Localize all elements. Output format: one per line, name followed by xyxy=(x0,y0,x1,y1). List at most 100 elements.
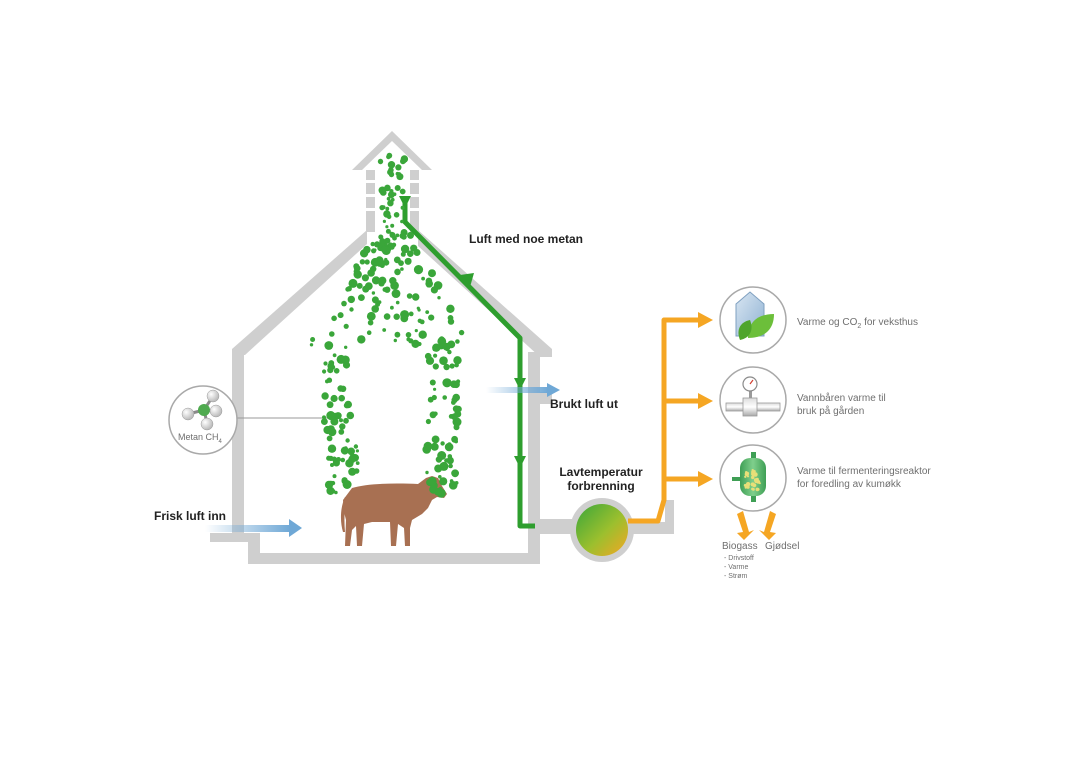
fresh-air-stream xyxy=(205,525,290,532)
barn-roof-right xyxy=(418,230,552,357)
reactor-granule xyxy=(751,470,755,474)
methane-particle xyxy=(387,169,394,176)
methane-particle xyxy=(385,228,391,234)
methane-particle xyxy=(447,454,453,459)
methane-particle xyxy=(349,307,354,312)
methane-particle xyxy=(310,337,316,342)
methane-particle xyxy=(447,349,452,355)
reactor-granule xyxy=(751,487,754,491)
methane-particle xyxy=(384,237,391,244)
methane-particle xyxy=(367,313,371,317)
methane-particle xyxy=(454,362,459,368)
methane-particle xyxy=(452,380,460,389)
methane-particle xyxy=(321,418,328,425)
chimney-louver-2 xyxy=(410,180,419,183)
methane-particle xyxy=(338,429,345,435)
methane-particle xyxy=(381,205,386,210)
methane-particle xyxy=(391,243,395,247)
methane-particle xyxy=(400,219,404,224)
methane-particle xyxy=(426,283,431,288)
methane-particle xyxy=(333,368,340,374)
methane-particle xyxy=(396,173,404,181)
methane-particle xyxy=(366,330,372,336)
methane-particle xyxy=(408,311,414,317)
methane-particle xyxy=(400,244,410,254)
barn-wall-left xyxy=(232,355,244,533)
methane-particle xyxy=(321,392,329,400)
methane-particle xyxy=(401,233,407,240)
methane-particle xyxy=(432,343,441,352)
product-biogas-label: Biogass xyxy=(722,541,758,552)
methane-particle xyxy=(442,342,451,351)
methane-molecule-icon xyxy=(181,389,223,431)
methane-particle xyxy=(390,223,395,228)
output-reactor-label: Varme til fermenteringsreaktor for fored… xyxy=(797,465,931,491)
methane-particle xyxy=(387,161,396,169)
methane-particle xyxy=(384,257,388,262)
reactor-granule xyxy=(745,471,750,476)
methane-particle xyxy=(359,259,366,265)
methane-particle xyxy=(346,411,355,420)
methane-particle xyxy=(427,476,437,486)
reactor-granule xyxy=(743,483,747,487)
methane-particle xyxy=(331,489,336,494)
methane-particle xyxy=(367,319,374,326)
fertilizer-arrow xyxy=(759,511,776,540)
methane-particle xyxy=(411,339,420,348)
reactor-granule xyxy=(751,475,755,480)
methane-particle xyxy=(322,369,327,374)
methane-particle xyxy=(430,442,439,451)
methane-particle xyxy=(361,274,369,282)
methane-particle xyxy=(385,206,390,211)
methane-particle xyxy=(400,267,404,271)
output-water-heat-line1: Vannbåren varme til xyxy=(797,393,886,404)
fresh-air-inlet-duct xyxy=(210,533,260,542)
methane-particle xyxy=(434,488,442,496)
methane-particle xyxy=(334,412,342,420)
methane-particle xyxy=(329,331,335,337)
methane-particle xyxy=(386,152,393,159)
methane-particle xyxy=(327,444,337,453)
output-reactor-line2: for foredling av kumøkk xyxy=(797,479,901,490)
methane-particle xyxy=(412,293,420,301)
chimney-louver-3 xyxy=(366,194,375,197)
methane-particle xyxy=(390,305,394,310)
used-air-arrowhead xyxy=(547,383,560,397)
methane-particle xyxy=(394,185,401,191)
methane-particle xyxy=(416,306,420,310)
methane-particle xyxy=(444,442,454,452)
methane-particle xyxy=(447,442,452,446)
methane-particle xyxy=(343,417,349,424)
methane-particle xyxy=(355,461,360,465)
methane-particle xyxy=(383,313,391,320)
reactor-granule xyxy=(758,482,761,485)
barn-floor xyxy=(248,553,535,564)
methane-particle xyxy=(405,332,412,338)
biogas-arrow xyxy=(737,511,754,540)
methane-particle xyxy=(427,396,434,403)
biogas-use-fuel: - Drivstoff xyxy=(724,555,754,562)
methane-particle xyxy=(447,315,454,321)
methane-particle xyxy=(343,402,350,409)
methane-particle xyxy=(422,445,432,454)
methane-particle xyxy=(433,353,438,358)
methane-particle xyxy=(339,418,343,423)
methane-particle xyxy=(382,328,387,332)
methane-particle xyxy=(404,257,412,265)
methane-particle xyxy=(345,438,350,443)
biogas-use-heat: - Varme xyxy=(724,564,749,571)
heat-arrow-1 xyxy=(698,312,713,328)
methane-particle xyxy=(323,361,328,366)
methane-particle xyxy=(380,189,387,196)
chimney-cap xyxy=(352,131,432,170)
barn-roof-left xyxy=(232,230,367,355)
output-greenhouse-label: Varme og CO2 for veksthus xyxy=(797,316,918,333)
methane-particle xyxy=(393,313,400,320)
combustion-casing-outlet-inner xyxy=(628,500,665,522)
methane-particle xyxy=(448,463,453,469)
cow-silhouette xyxy=(340,476,447,546)
label-used-air-out: Brukt luft ut xyxy=(550,397,618,411)
biogas-uses-list: - Drivstoff - Varme - Strøm xyxy=(724,554,754,581)
methane-particle xyxy=(344,345,348,349)
reactor-granule xyxy=(755,487,760,492)
